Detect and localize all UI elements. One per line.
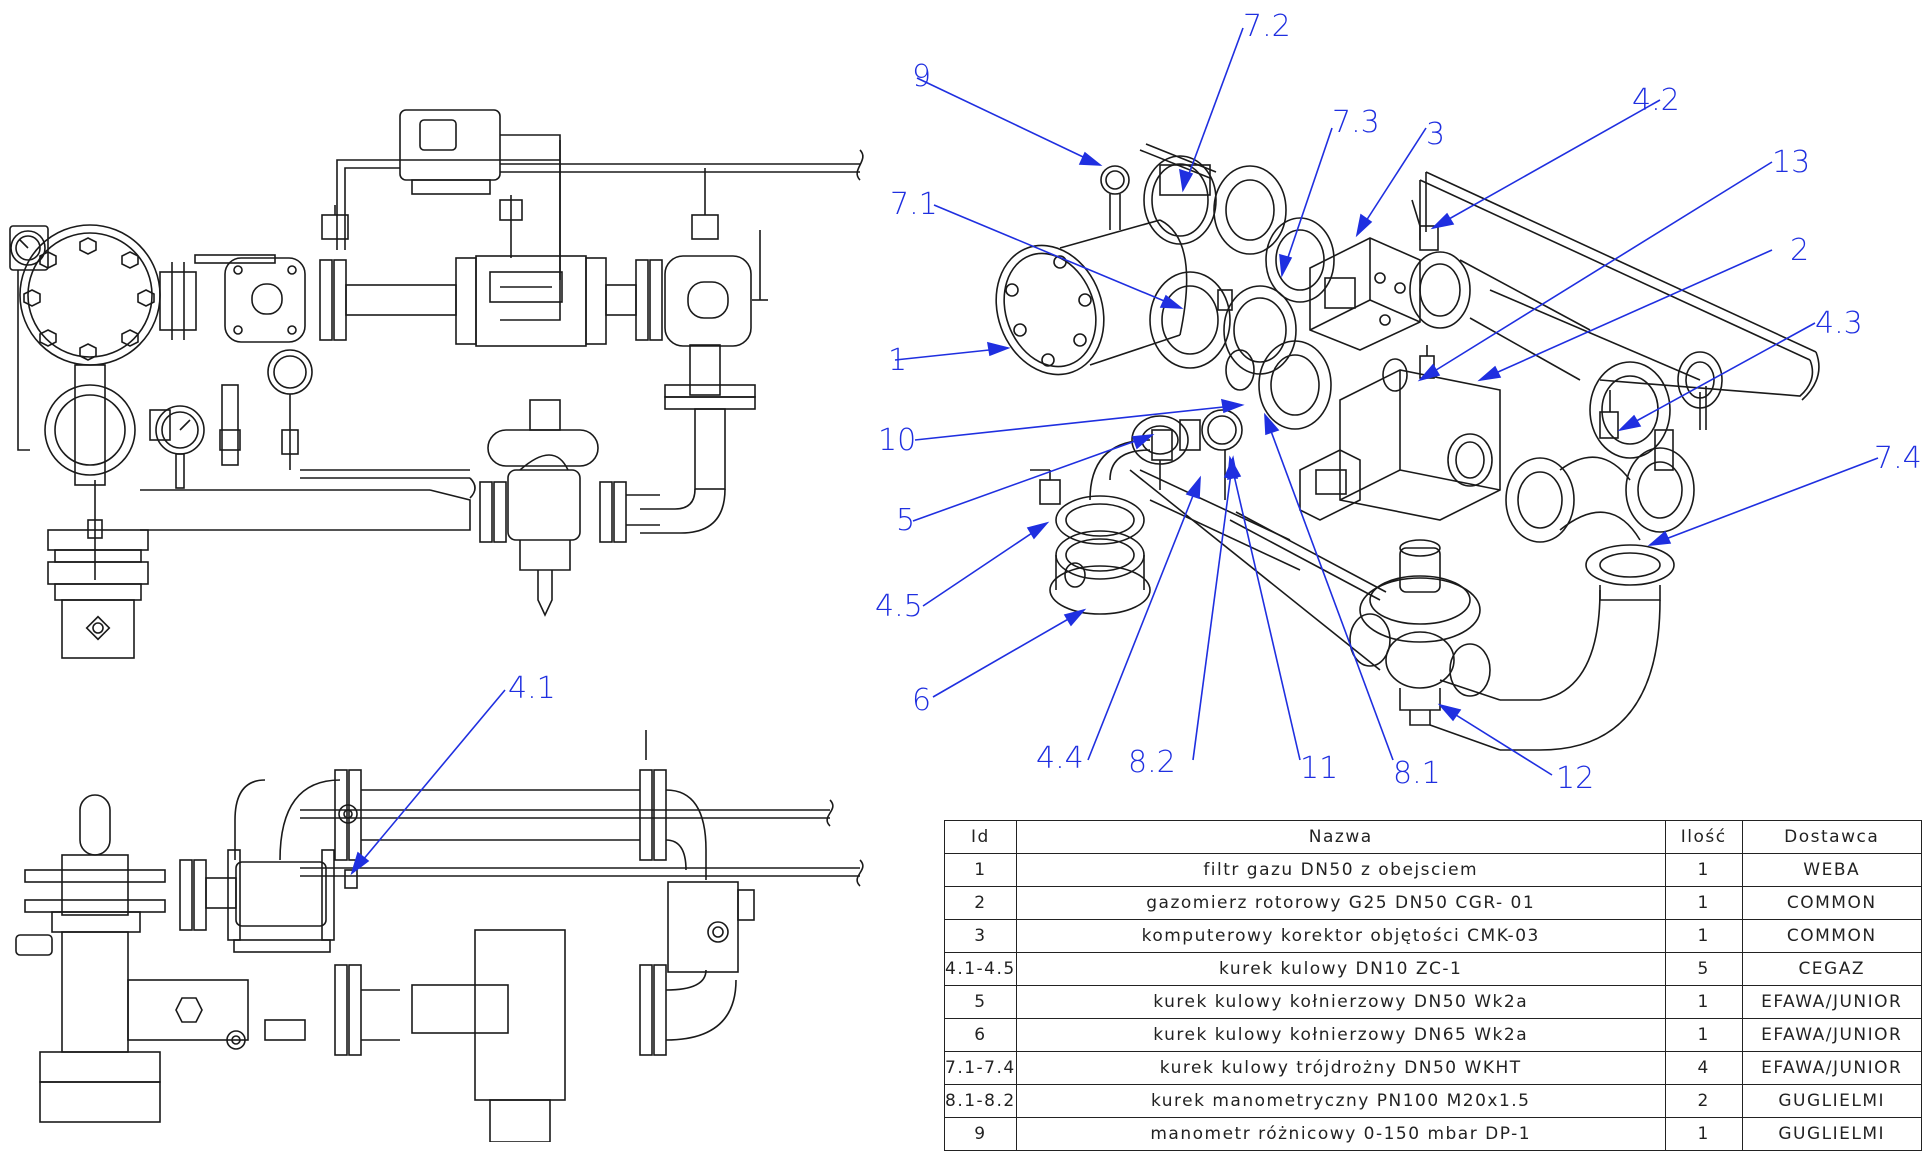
cell-id: 2 xyxy=(944,886,1017,920)
cell-quantity: 1 xyxy=(1664,985,1743,1019)
cell-quantity: 1 xyxy=(1664,886,1743,920)
cell-supplier: COMMON xyxy=(1741,919,1922,953)
cell-quantity: 2 xyxy=(1664,1084,1743,1118)
cell-supplier: WEBA xyxy=(1741,853,1922,887)
callout-leaders xyxy=(350,27,1879,876)
cell-quantity: 5 xyxy=(1664,952,1743,986)
callout-8-1: 8.1 xyxy=(1393,756,1441,791)
cell-quantity: 1 xyxy=(1664,1018,1743,1052)
cell-id: 1 xyxy=(944,853,1017,887)
table-row: 3 komputerowy korektor objętości CMK-03 … xyxy=(944,919,1922,953)
callout-labels: 7.2 9 7.3 3 4.2 13 7.1 2 4.3 1 7.4 10 5 … xyxy=(508,9,1922,796)
callout-5: 5 xyxy=(896,503,915,538)
cell-name: gazomierz rotorowy G25 DN50 CGR- 01 xyxy=(1015,886,1666,920)
table-row: 5 kurek kulowy kołnierzowy DN50 Wk2a 1 E… xyxy=(944,985,1922,1019)
cell-supplier: EFAWA/JUNIOR xyxy=(1741,1018,1922,1052)
callout-4-5: 4.5 xyxy=(875,589,923,624)
callout-7-4: 7.4 xyxy=(1874,441,1922,476)
table-row: 2 gazomierz rotorowy G25 DN50 CGR- 01 1 … xyxy=(944,886,1922,920)
cell-id: 3 xyxy=(944,919,1017,953)
cell-supplier: GUGLIELMI xyxy=(1741,1117,1922,1151)
callout-6: 6 xyxy=(912,683,931,718)
cell-supplier: GUGLIELMI xyxy=(1741,1084,1922,1118)
callout-8-2: 8.2 xyxy=(1128,745,1176,780)
cell-supplier: EFAWA/JUNIOR xyxy=(1741,985,1922,1019)
callout-7-3: 7.3 xyxy=(1332,105,1380,140)
callout-11: 11 xyxy=(1300,751,1338,786)
table-row: 1 filtr gazu DN50 z obejsciem 1 WEBA xyxy=(944,853,1922,887)
header-quantity: Ilość xyxy=(1664,820,1743,854)
cell-name: kurek kulowy DN10 ZC-1 xyxy=(1015,952,1666,986)
callout-4-2: 4.2 xyxy=(1632,83,1680,118)
parts-list-table: Id Nazwa Ilość Dostawca 1 filtr gazu DN5… xyxy=(944,820,1922,1151)
cell-id: 8.1-8.2 xyxy=(944,1084,1017,1118)
header-supplier: Dostawca xyxy=(1741,820,1922,854)
table-row: 4.1-4.5 kurek kulowy DN10 ZC-1 5 CEGAZ xyxy=(944,952,1922,986)
callout-13: 13 xyxy=(1772,145,1810,180)
callout-12: 12 xyxy=(1556,761,1594,796)
table-row: 9 manometr różnicowy 0-150 mbar DP-1 1 G… xyxy=(944,1117,1922,1151)
table-row: 6 kurek kulowy kołnierzowy DN65 Wk2a 1 E… xyxy=(944,1018,1922,1052)
cell-quantity: 4 xyxy=(1664,1051,1743,1085)
callout-4-4: 4.4 xyxy=(1036,741,1084,776)
cell-name: manometr różnicowy 0-150 mbar DP-1 xyxy=(1015,1117,1666,1151)
cell-supplier: COMMON xyxy=(1741,886,1922,920)
cell-name: kurek kulowy kołnierzowy DN50 Wk2a xyxy=(1015,985,1666,1019)
callout-4-3: 4.3 xyxy=(1815,306,1863,341)
cell-supplier: CEGAZ xyxy=(1741,952,1922,986)
top-view xyxy=(15,730,864,1142)
callout-7-1: 7.1 xyxy=(890,187,938,222)
callout-9: 9 xyxy=(912,59,931,94)
callout-2: 2 xyxy=(1790,233,1809,268)
cell-name: komputerowy korektor objętości CMK-03 xyxy=(1015,919,1666,953)
cell-name: kurek kulowy trójdrożny DN50 WKHT xyxy=(1015,1051,1666,1085)
cell-quantity: 1 xyxy=(1664,853,1743,887)
cell-id: 4.1-4.5 xyxy=(944,952,1017,986)
callout-10: 10 xyxy=(878,423,916,458)
callout-7-2: 7.2 xyxy=(1243,9,1291,44)
front-view xyxy=(9,109,864,659)
cell-quantity: 1 xyxy=(1664,1117,1743,1151)
header-id: Id xyxy=(944,820,1017,854)
isometric-view xyxy=(995,143,1820,751)
cell-name: kurek manometryczny PN100 M20x1.5 xyxy=(1015,1084,1666,1118)
cell-id: 9 xyxy=(944,1117,1017,1151)
cell-supplier: EFAWA/JUNIOR xyxy=(1741,1051,1922,1085)
table-row: 7.1-7.4 kurek kulowy trójdrożny DN50 WKH… xyxy=(944,1051,1922,1085)
callout-3: 3 xyxy=(1426,117,1445,152)
table-row: 8.1-8.2 kurek manometryczny PN100 M20x1.… xyxy=(944,1084,1922,1118)
cell-id: 7.1-7.4 xyxy=(944,1051,1017,1085)
cell-name: filtr gazu DN50 z obejsciem xyxy=(1015,853,1666,887)
cell-id: 6 xyxy=(944,1018,1017,1052)
cell-name: kurek kulowy kołnierzowy DN65 Wk2a xyxy=(1015,1018,1666,1052)
table-header-row: Id Nazwa Ilość Dostawca xyxy=(944,820,1922,854)
cell-id: 5 xyxy=(944,985,1017,1019)
callout-4-1: 4.1 xyxy=(508,671,556,706)
callout-1: 1 xyxy=(888,343,907,378)
header-name: Nazwa xyxy=(1015,820,1666,854)
cell-quantity: 1 xyxy=(1664,919,1743,953)
